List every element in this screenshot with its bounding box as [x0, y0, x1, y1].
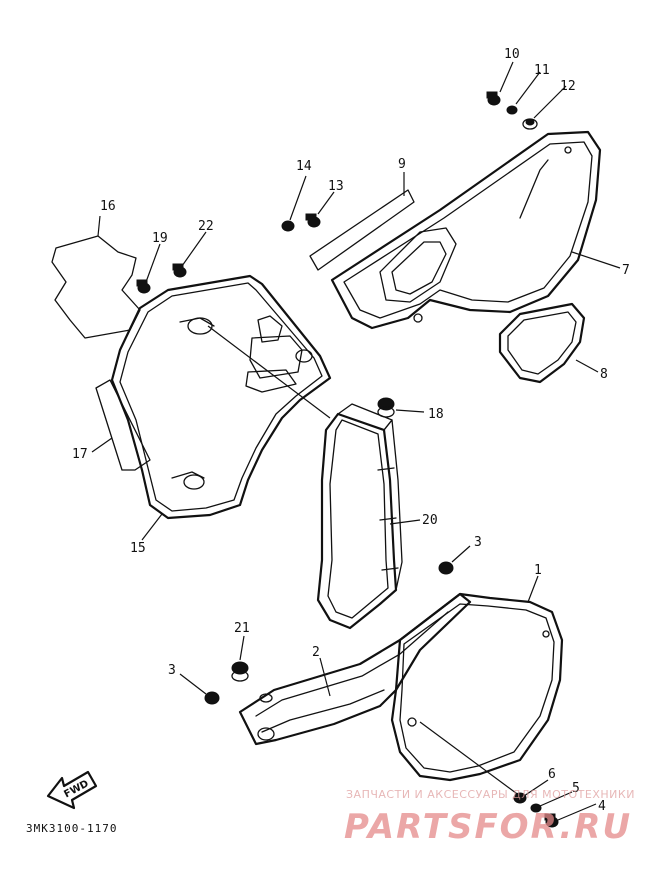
collar-6: [513, 792, 527, 804]
watermark-brand: PARTSFOR.RU: [344, 807, 632, 847]
part-9-strip: [309, 189, 415, 271]
part-17-pad: [95, 379, 151, 471]
callout-11: 11: [534, 63, 550, 78]
watermark-tagline: ЗАПЧАСТИ И АКСЕССУАРЫ ДЛЯ МОТОТЕХНИКИ: [346, 788, 635, 801]
callout-19: 19: [152, 231, 168, 246]
bolt-10: [486, 91, 501, 106]
callout-2: 2: [312, 645, 320, 660]
grommet-18: [377, 397, 395, 418]
collar-3-lower: [204, 691, 220, 705]
callout-4: 4: [598, 799, 606, 814]
fwd-arrow: FWD: [46, 770, 98, 810]
callout-20: 20: [422, 513, 438, 528]
callout-9: 9: [398, 157, 406, 172]
drawing-code: 3MK3100-1170: [26, 822, 117, 835]
bolt-13: [305, 213, 321, 228]
part-1-lower-side-cover: [390, 592, 564, 782]
callout-17: 17: [72, 447, 88, 462]
grommet-12: [522, 118, 538, 130]
callout-labels: 10 11 12 9 14 13 7 8 16 19 22 18 17 20 1…: [72, 47, 630, 814]
leader-lines: [91, 61, 621, 821]
callout-22: 22: [198, 219, 214, 234]
callout-18: 18: [428, 407, 444, 422]
callout-16: 16: [100, 199, 116, 214]
collar-3-upper: [438, 561, 454, 575]
part-16-sheet: [51, 235, 141, 339]
bolt-4: [544, 813, 559, 828]
callout-3-upper: 3: [474, 535, 482, 550]
callout-1: 1: [534, 563, 542, 578]
callout-10: 10: [504, 47, 520, 62]
callout-13: 13: [328, 179, 344, 194]
washer-11: [506, 105, 518, 115]
callout-5: 5: [572, 781, 580, 796]
bolt-19: [136, 279, 151, 294]
washer-5: [530, 803, 542, 813]
callout-12: 12: [560, 79, 576, 94]
callout-15: 15: [130, 541, 146, 556]
part-15-left-side-cover: [110, 274, 332, 520]
part-20-box: [316, 403, 403, 630]
callout-14: 14: [296, 159, 312, 174]
grommet-21: [231, 661, 249, 682]
callout-21: 21: [234, 621, 250, 636]
callout-7: 7: [622, 263, 630, 278]
callout-6: 6: [548, 767, 556, 782]
callout-8: 8: [600, 367, 608, 382]
part-8-rubber-frame: [498, 302, 586, 384]
callout-3-lower: 3: [168, 663, 176, 678]
fasteners: [136, 91, 559, 828]
watermark: ЗАПЧАСТИ И АКСЕССУАРЫ ДЛЯ МОТОТЕХНИКИ PA…: [344, 788, 635, 847]
part-2-trim-strip: [238, 592, 472, 746]
part-7-upper-side-cover: [330, 130, 602, 330]
bolt-14: [281, 220, 295, 232]
bolt-22: [172, 263, 187, 278]
